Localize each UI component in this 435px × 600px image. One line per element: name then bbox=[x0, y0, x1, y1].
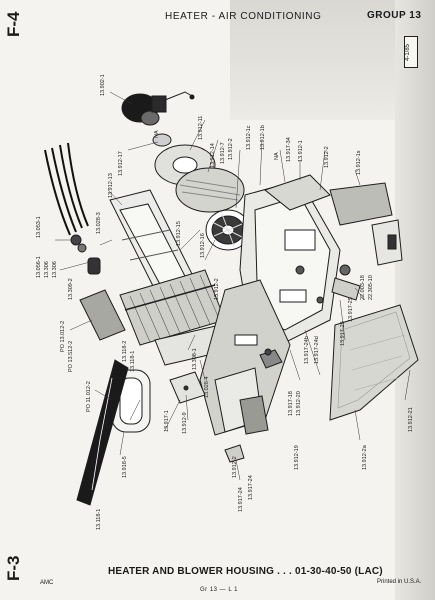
callout-label: 13.912-1 bbox=[298, 140, 304, 162]
callout-label: PO 13.512-2 bbox=[68, 341, 74, 372]
foam-screen bbox=[175, 167, 245, 213]
callout-label: 13.912-15 bbox=[176, 221, 182, 246]
callout-labels: 13.902-1 13.912-17 13.912-11 13.912-14 1… bbox=[36, 74, 414, 530]
callout-label: 13.917-1 bbox=[164, 410, 170, 432]
callout-label: 13.912-16 bbox=[200, 233, 206, 258]
callout-label: 13.912-20 bbox=[296, 391, 302, 416]
blower-wheel bbox=[205, 209, 251, 251]
callout-label: NA bbox=[274, 152, 280, 160]
callout-label: 13.912-1s bbox=[356, 150, 362, 175]
callout-label: 13.053-1 bbox=[36, 216, 42, 238]
vent-door bbox=[239, 395, 269, 435]
callout-label: PO 13.012-2 bbox=[60, 321, 66, 352]
callout-label: 13.917-24b bbox=[304, 336, 310, 364]
screw bbox=[264, 348, 272, 356]
gasket-ring bbox=[152, 133, 172, 147]
callout-label: 13.912-2a bbox=[362, 444, 368, 470]
callout-label: 13.118-1 bbox=[130, 351, 136, 372]
hose-clamp bbox=[70, 234, 101, 275]
callout-label: 13.306 bbox=[44, 261, 50, 278]
callout-label: 13.917-25 bbox=[348, 297, 354, 322]
callout-label: 13.917-24 bbox=[248, 475, 254, 500]
callout-label: 13.902-1 bbox=[100, 74, 106, 96]
bottom-cover-plate bbox=[329, 304, 419, 421]
callout-label: 13.912-1b bbox=[260, 125, 266, 150]
side-seal-plate bbox=[79, 289, 126, 341]
group-label: GROUP 13 bbox=[367, 10, 422, 21]
callout-label: 13.918-5 bbox=[122, 456, 128, 478]
retaining-clip bbox=[224, 444, 245, 463]
callout-label: 13.917-34 bbox=[286, 137, 292, 162]
figure-caption: HEATER AND BLOWER HOUSING . . . 01-30-40… bbox=[108, 566, 383, 577]
callout-label: 13.912-2 bbox=[232, 456, 238, 478]
callout-label: 13.118-1 bbox=[96, 509, 102, 530]
callout-label: 13.912-11 bbox=[198, 116, 204, 140]
page-edge-shadow bbox=[395, 0, 435, 600]
heater-core-frame bbox=[109, 189, 201, 301]
page-title: HEATER - AIR CONDITIONING bbox=[165, 11, 322, 22]
page-number: Gr 13 — L 1 bbox=[200, 587, 238, 593]
callout-label: 13.912-2 bbox=[324, 146, 330, 168]
callout-label: 13.028-3 bbox=[96, 212, 102, 234]
callout-label: 13.912-14 bbox=[210, 143, 216, 168]
brand-label: AMC bbox=[40, 580, 54, 586]
callout-label: 13.912-2 bbox=[214, 278, 220, 300]
callout-label: 13.056-1 bbox=[36, 256, 42, 278]
callout-label: 13.912-17 bbox=[118, 151, 124, 176]
callout-label: 13.912-2 bbox=[228, 138, 234, 160]
callout-label: 13.917-24 bbox=[238, 487, 244, 512]
callout-label: 13.028-4 bbox=[204, 376, 210, 398]
resistor-bracket bbox=[169, 371, 206, 404]
callout-label: 22.003-18 bbox=[360, 275, 366, 300]
heater-core bbox=[119, 269, 226, 346]
callout-label: 13.912-19 bbox=[294, 445, 300, 470]
callout-label: NA bbox=[154, 130, 160, 138]
callout-label: 13.917-18 bbox=[288, 391, 294, 416]
top-cover bbox=[329, 182, 393, 226]
heater-hoses bbox=[44, 142, 89, 236]
callout-label: 13.118-2 bbox=[122, 341, 128, 362]
callout-label: PO 11.012-2 bbox=[86, 381, 92, 412]
callout-label: 13.917-24d bbox=[314, 336, 320, 364]
callout-label: 22.305-10 bbox=[368, 275, 374, 300]
mounting-bracket bbox=[371, 219, 403, 266]
leader-lines bbox=[55, 91, 411, 481]
callout-label: 13.912-9 bbox=[182, 412, 188, 434]
callout-label: 13.309-2 bbox=[68, 278, 74, 300]
callout-label: 13.306 bbox=[52, 261, 58, 278]
callout-label: 13.917-25 bbox=[340, 321, 346, 346]
blower-motor bbox=[121, 91, 195, 126]
section-tab-bottom: F-3 bbox=[4, 555, 23, 581]
callout-label: 13.912-13 bbox=[108, 173, 114, 198]
callout-label: 13.912-21 bbox=[408, 407, 414, 432]
callout-label: 13.912-1c bbox=[246, 125, 252, 150]
callout-label: 13.912-7 bbox=[220, 142, 226, 164]
vacuum-actuator bbox=[331, 264, 361, 301]
callout-label: 13.308-1 bbox=[192, 348, 198, 370]
defroster-duct bbox=[76, 359, 129, 506]
printed-note: Printed in U.S.A. bbox=[377, 579, 422, 585]
